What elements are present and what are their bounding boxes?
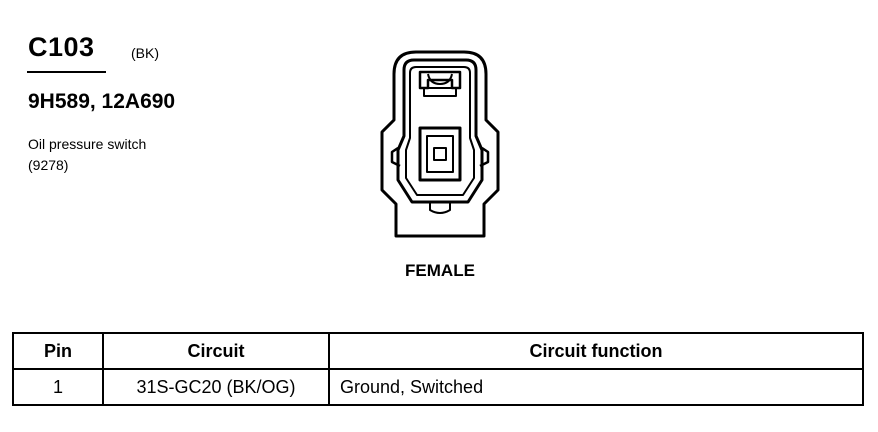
component-description: Oil pressure switch [28,136,147,152]
pin-table-header: Pin Circuit Circuit function [12,332,864,370]
connector-color-code: (BK) [131,45,159,61]
connector-face-diagram [380,50,500,238]
cell-circuit-function: Ground, Switched [328,368,864,406]
table-row: 1 31S-GC20 (BK/OG) Ground, Switched [12,368,864,406]
pin-table: Pin Circuit Circuit function 1 31S-GC20 … [12,332,864,406]
bottom-key [429,202,451,214]
part-numbers: 9H589, 12A690 [28,90,176,113]
cell-circuit: 31S-GC20 (BK/OG) [102,368,330,406]
header-circuit: Circuit [102,332,330,370]
terminal-cavity-inner [426,135,454,173]
connector-seal-outer [396,58,484,204]
connector-seal-inner [405,66,475,196]
title-underline [27,71,106,73]
pin-1-terminal [433,147,447,161]
header-circuit-function: Circuit function [328,332,864,370]
connector-housing-outline [380,50,500,238]
component-number: (9278) [28,157,69,173]
terminal-cavity-outer [418,126,462,182]
cell-pin: 1 [12,368,104,406]
header-pin: Pin [12,332,104,370]
side-clip-right [479,146,490,168]
connector-gender-label: FEMALE [405,261,475,280]
lock-latch [418,70,462,90]
connector-id: C103 [28,32,95,62]
side-clip-left [390,146,401,168]
